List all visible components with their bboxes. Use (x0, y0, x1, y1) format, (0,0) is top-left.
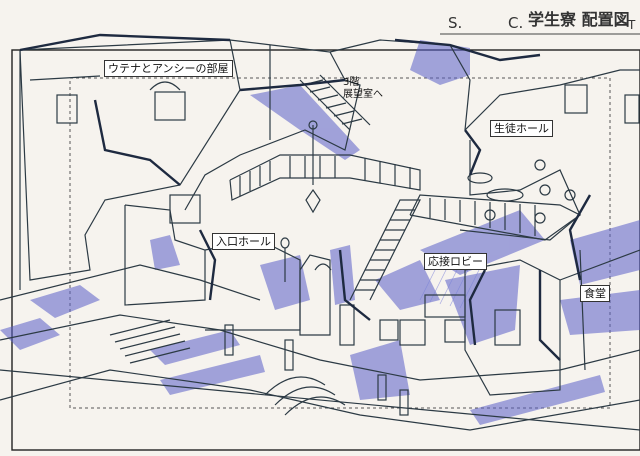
sheet-title: 学生寮 配置図 (528, 10, 630, 29)
label-student-hall: 生徒ホール (490, 120, 553, 137)
label-utena-anthy-room: ウテナとアンシーの部屋 (104, 60, 233, 77)
label-dining: 食堂 (580, 285, 610, 302)
shadow-fills (0, 40, 640, 425)
label-entrance-hall: 入口ホール (212, 233, 275, 250)
sheet-s-label: S. (448, 14, 463, 32)
label-reception-lobby: 応接ロビー (424, 253, 487, 270)
heavy-contours (19, 33, 592, 361)
outer-frame (11, 49, 640, 451)
sheet-t-label: T (628, 18, 636, 32)
label-stairs-to-3f-observatory: 3階 展望室へ (343, 77, 383, 100)
building-lines (0, 39, 640, 431)
sheet-c-label: C. (508, 14, 524, 32)
